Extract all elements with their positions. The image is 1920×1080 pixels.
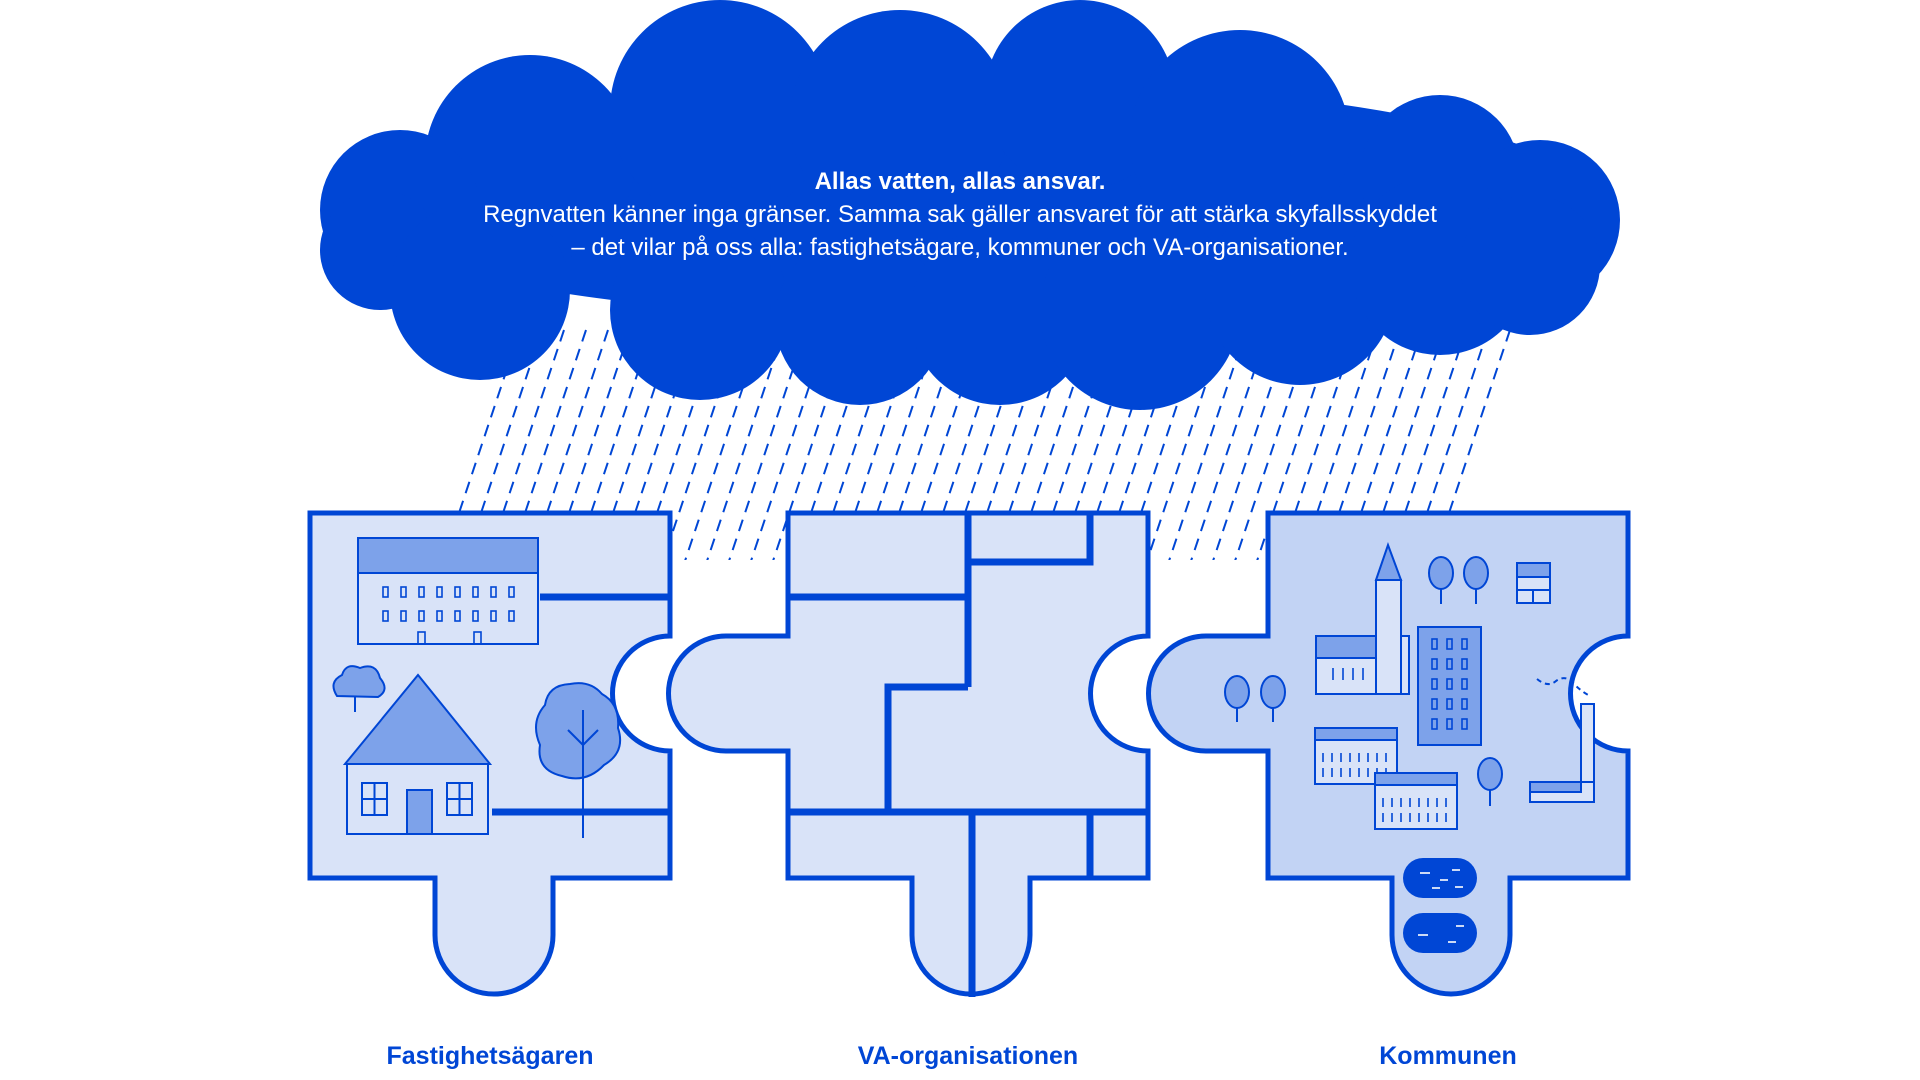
- cloud-message: Allas vatten, allas ansvar. Regnvatten k…: [400, 165, 1520, 264]
- church-icon: [1315, 542, 1410, 695]
- label-water-utility: VA-organisationen: [857, 1042, 1079, 1070]
- bush-icon: [332, 665, 386, 712]
- factory-icon: [1529, 677, 1595, 803]
- pond-icon: [1403, 858, 1477, 953]
- tree-icon: [535, 682, 622, 838]
- pipe-network-icon: [788, 513, 1148, 997]
- tree-icon: [1224, 556, 1503, 806]
- puzzle-piece-property-owner: [307, 510, 673, 997]
- cloud-text-line-2: – det vilar på oss alla: fastighetsägare…: [571, 234, 1349, 261]
- office-building-icon: [1417, 626, 1482, 746]
- label-property-owner: Fastighetsägaren: [386, 1042, 594, 1070]
- cloud-text-line-1: Regnvatten känner inga gränser. Samma sa…: [483, 201, 1437, 228]
- small-house-icon: [1516, 562, 1551, 604]
- apartment-building-icon: [357, 537, 539, 645]
- low-building-icon: [1314, 727, 1458, 830]
- puzzle-piece-water-utility: [666, 510, 1151, 997]
- puzzle-piece-municipality: [1146, 510, 1631, 997]
- rain-cloud: [320, 0, 1620, 410]
- label-municipality: Kommunen: [1379, 1042, 1517, 1070]
- house-icon: [342, 673, 493, 835]
- cloud-title: Allas vatten, allas ansvar.: [814, 168, 1106, 195]
